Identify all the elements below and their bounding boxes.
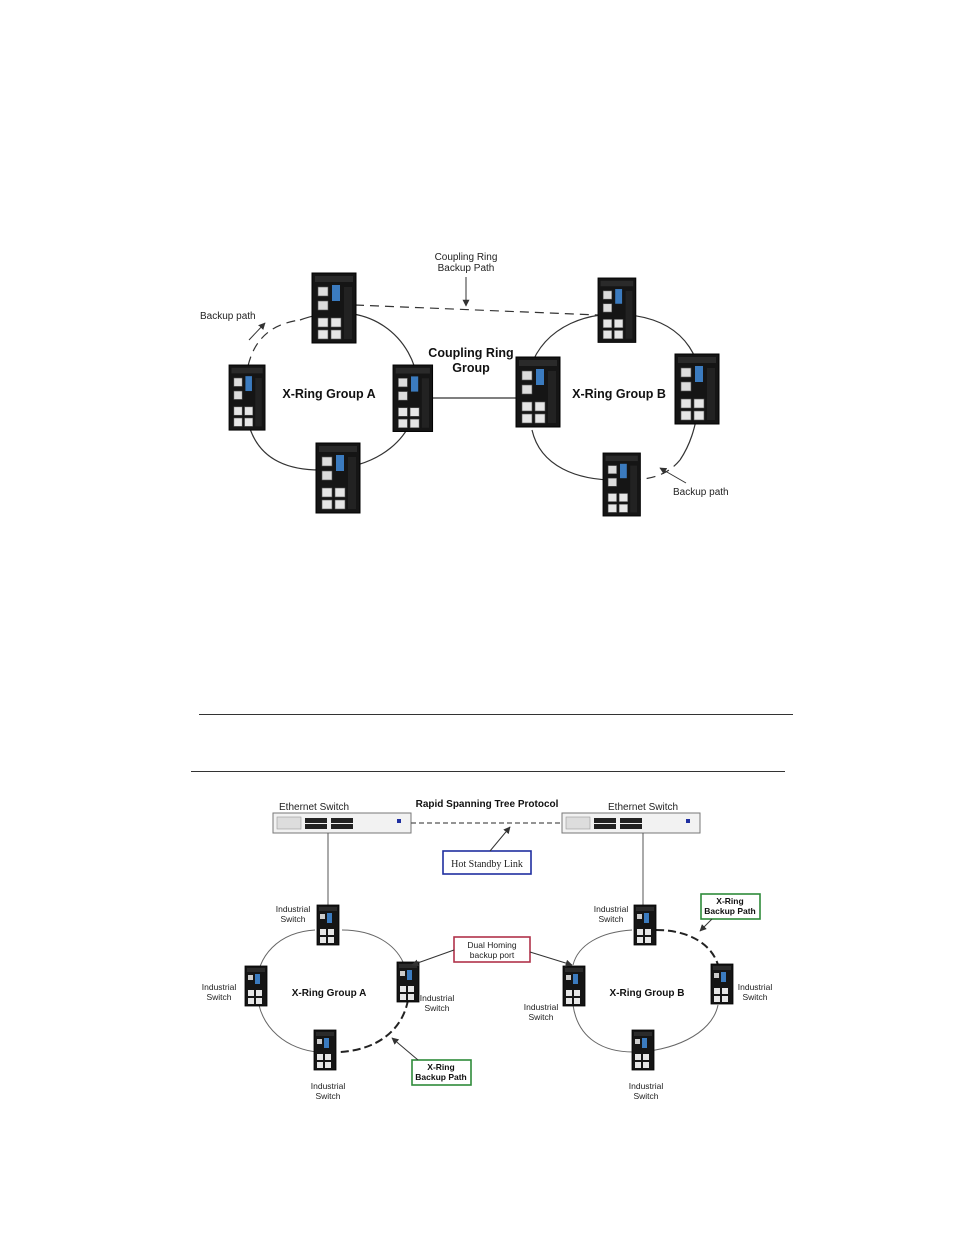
switch-label-a-bottom: Switch <box>315 1091 340 1101</box>
switch-label-b-right: Switch <box>742 992 767 1002</box>
group-b-label: X-Ring Group B <box>572 387 666 401</box>
ethernet-switch-left <box>272 812 412 834</box>
group-a-label-2: X-Ring Group A <box>292 988 367 999</box>
coupling-group-label: Coupling Ring <box>428 346 513 360</box>
switch-b-right <box>674 353 720 425</box>
switch-b-bottom <box>602 452 641 517</box>
ring-a-backup-link <box>339 999 409 1053</box>
industrial-label-b-right: Industrial <box>738 982 773 992</box>
industrial-label-a-left: Industrial <box>202 982 237 992</box>
industrial-label-b-bottom: Industrial <box>629 1081 664 1091</box>
industrial-label-a-bottom: Industrial <box>311 1081 346 1091</box>
switch-label-a-left: Switch <box>206 992 231 1002</box>
industrial-switch-b-top <box>633 904 657 946</box>
xring-backup-box-b <box>700 893 761 920</box>
industrial-label-b-left: Industrial <box>524 1002 559 1012</box>
xring-backup-box-a <box>411 1059 472 1086</box>
dual-homing-label: Dual Homing <box>467 940 516 950</box>
switch-b-top <box>597 277 637 343</box>
dual-homing-arrow-right <box>529 951 573 967</box>
ethernet-switch-right <box>561 812 701 834</box>
hot-standby-arrow <box>489 826 511 852</box>
backup-path-right-arrow <box>659 467 687 484</box>
industrial-switch-b-right <box>710 963 734 1005</box>
x-ring-a-backup-link <box>244 319 301 396</box>
switch-a-bottom <box>315 442 361 514</box>
industrial-label-b-top: Industrial <box>594 904 629 914</box>
group-b-label-2: X-Ring Group B <box>610 988 685 999</box>
x-ring-a-link <box>244 312 419 471</box>
ring-b-link <box>572 929 633 966</box>
ring-b-backup-link <box>655 929 719 966</box>
xring-backup-label-a-2: Backup Path <box>415 1072 467 1082</box>
switch-label-a-top: Switch <box>280 914 305 924</box>
switch-label-b-bottom: Switch <box>633 1091 658 1101</box>
industrial-switch-b-left <box>562 965 586 1007</box>
coupling-backup-link <box>354 304 599 316</box>
xring-backup-arrow-b <box>699 918 713 932</box>
industrial-switch-a-left <box>244 965 268 1007</box>
xring-backup-label-a: X-Ring <box>427 1062 454 1072</box>
switch-a-top <box>311 272 357 344</box>
switch-a-right <box>392 364 434 432</box>
industrial-switch-a-top <box>316 904 340 946</box>
industrial-switch-a-bottom <box>313 1029 337 1071</box>
rstp-label: Rapid Spanning Tree Protocol <box>416 799 559 810</box>
dual-homing-diagram: Ethernet Switch Ethernet Switch Rapid Sp… <box>202 799 773 1101</box>
x-ring-b-link <box>529 313 702 461</box>
switch-label-a-right: Switch <box>424 1003 449 1013</box>
industrial-label-a-right: Industrial <box>420 993 455 1003</box>
switch-a-left <box>228 364 266 431</box>
group-a-label: X-Ring Group A <box>282 387 375 401</box>
x-ring-b-backup-link <box>624 459 681 481</box>
backup-path-right-label: Backup path <box>673 487 729 498</box>
coupling-backup-label: Coupling Ring <box>435 252 498 263</box>
dual-homing-arrow-left <box>411 949 455 967</box>
industrial-switch-a-right <box>396 961 420 1003</box>
hot-standby-box <box>442 850 532 875</box>
ethernet-switch-left-label: Ethernet Switch <box>279 802 349 813</box>
dual-homing-label-2: backup port <box>470 950 515 960</box>
coupling-backup-label-2: Backup Path <box>438 263 495 274</box>
coupling-ring-diagram: Coupling Ring Backup Path Backup path Ba… <box>200 252 729 517</box>
switch-b-left <box>515 356 561 428</box>
industrial-switch-labels: Industrial Switch Industrial Switch Indu… <box>202 904 773 1101</box>
industrial-label-a-top: Industrial <box>276 904 311 914</box>
separator-rule-top <box>199 714 793 715</box>
coupling-group-label-2: Group <box>452 361 490 375</box>
industrial-switch-b-bottom <box>631 1029 655 1071</box>
xring-backup-label-b-2: Backup Path <box>704 906 756 916</box>
xring-backup-label-b: X-Ring <box>716 896 743 906</box>
backup-path-left-arrow <box>248 322 266 341</box>
hot-standby-label: Hot Standby Link <box>451 859 523 870</box>
switch-label-b-top: Switch <box>598 914 623 924</box>
ring-a-link-top <box>341 929 404 963</box>
dual-homing-box <box>453 936 531 963</box>
xring-backup-arrow-a <box>391 1037 419 1061</box>
backup-path-left-label: Backup path <box>200 311 256 322</box>
ethernet-switch-right-label: Ethernet Switch <box>608 802 678 813</box>
switch-label-b-left: Switch <box>528 1012 553 1022</box>
separator-rule-bottom <box>191 771 785 772</box>
